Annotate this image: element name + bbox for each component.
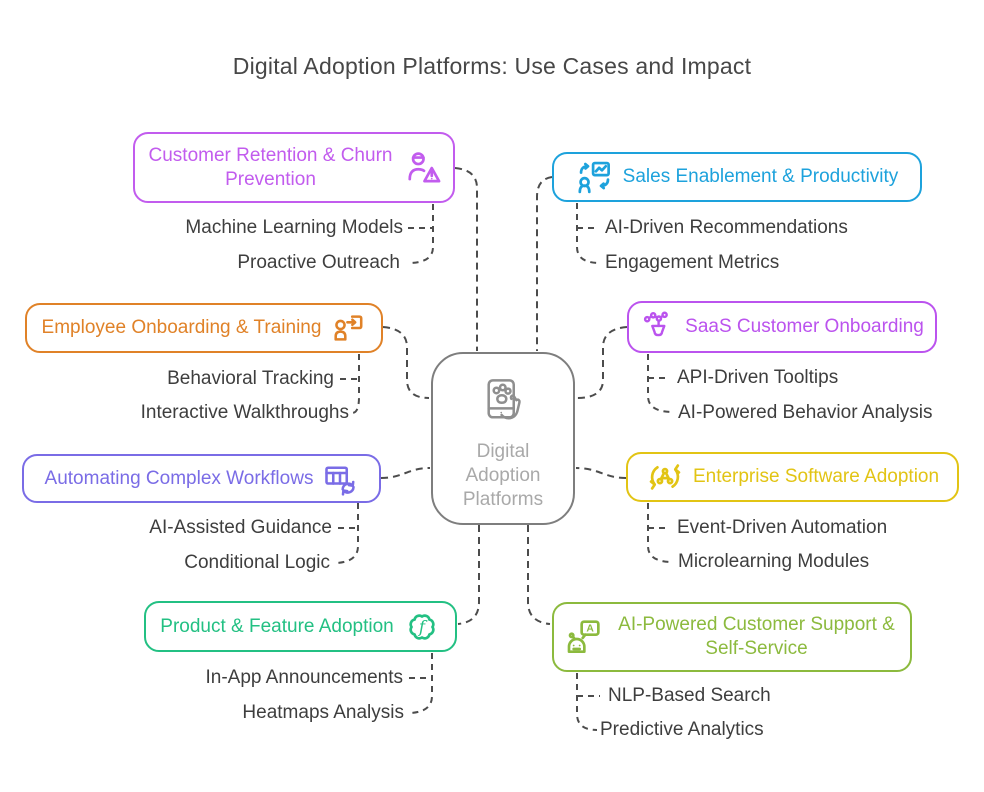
sub-item: Heatmaps Analysis	[242, 702, 404, 723]
page-title: Digital Adoption Platforms: Use Cases an…	[232, 53, 752, 79]
circular-arrows-node-icon	[649, 464, 681, 490]
sub-item: Behavioral Tracking	[167, 368, 334, 389]
sub-item: API-Driven Tooltips	[677, 367, 839, 388]
user-board-arrow-icon	[334, 315, 363, 341]
node-customer-retention-churn-prevention: Customer Retention & Churn Prevention	[133, 132, 455, 203]
sub-item: AI-Assisted Guidance	[149, 517, 332, 538]
sub-item: AI-Driven Recommendations	[605, 217, 848, 238]
node-label: Customer Retention & Churn Prevention	[148, 144, 393, 190]
node-label: Enterprise Software Adoption	[692, 466, 940, 487]
robot-chat-icon: A	[567, 620, 600, 653]
sub-item: In-App Announcements	[205, 667, 403, 688]
node-sales-enablement-productivity: Sales Enablement & Productivity	[552, 152, 922, 202]
node-label: Product & Feature Adoption	[160, 615, 394, 637]
funnel-network-icon	[644, 311, 669, 337]
sub-item: NLP-Based Search	[608, 685, 771, 706]
node-saas-customer-onboarding: SaaS Customer Onboarding	[627, 301, 937, 353]
main-connectors	[380, 167, 628, 625]
node-ai-powered-customer-support-self-service: A AI-Powered Customer Support & Self-Ser…	[552, 602, 912, 672]
node-enterprise-software-adoption: Enterprise Software Adoption	[626, 452, 959, 502]
sub-item: Microlearning Modules	[678, 551, 870, 572]
sub-item: Engagement Metrics	[605, 252, 780, 273]
node-label: AI-Powered Customer Support & Self-Servi…	[618, 614, 895, 659]
phone-hand-icon	[487, 379, 521, 420]
sub-item: Predictive Analytics	[600, 719, 764, 740]
table-sync-icon	[325, 465, 356, 496]
node-automating-complex-workflows: Automating Complex Workflows	[22, 454, 381, 503]
svg-text:A: A	[586, 624, 594, 635]
svg-text:f: f	[417, 617, 428, 636]
center-node-label: Digital Adoption Platforms	[462, 441, 544, 510]
node-label: SaaS Customer Onboarding	[685, 316, 924, 337]
sub-item: Event-Driven Automation	[677, 517, 888, 538]
node-label: Automating Complex Workflows	[44, 467, 314, 489]
sub-item-connectors	[335, 203, 674, 731]
user-monitor-sync-icon	[578, 161, 610, 194]
gear-f-icon: f	[409, 613, 435, 640]
center-node-digital-adoption-platforms: Digital Adoption Platforms	[431, 352, 575, 525]
node-label: Sales Enablement & Productivity	[622, 166, 899, 187]
node-product-feature-adoption: Product & Feature Adoption f	[144, 601, 457, 652]
node-label: Employee Onboarding & Training	[41, 317, 322, 338]
sub-item: AI-Powered Behavior Analysis	[678, 402, 933, 423]
sub-item: Conditional Logic	[184, 552, 330, 573]
user-alert-icon	[408, 151, 441, 182]
node-employee-onboarding-training: Employee Onboarding & Training	[25, 303, 383, 353]
sub-item: Interactive Walkthroughs	[140, 402, 349, 423]
sub-item: Proactive Outreach	[237, 252, 400, 273]
sub-item: Machine Learning Models	[185, 217, 403, 238]
